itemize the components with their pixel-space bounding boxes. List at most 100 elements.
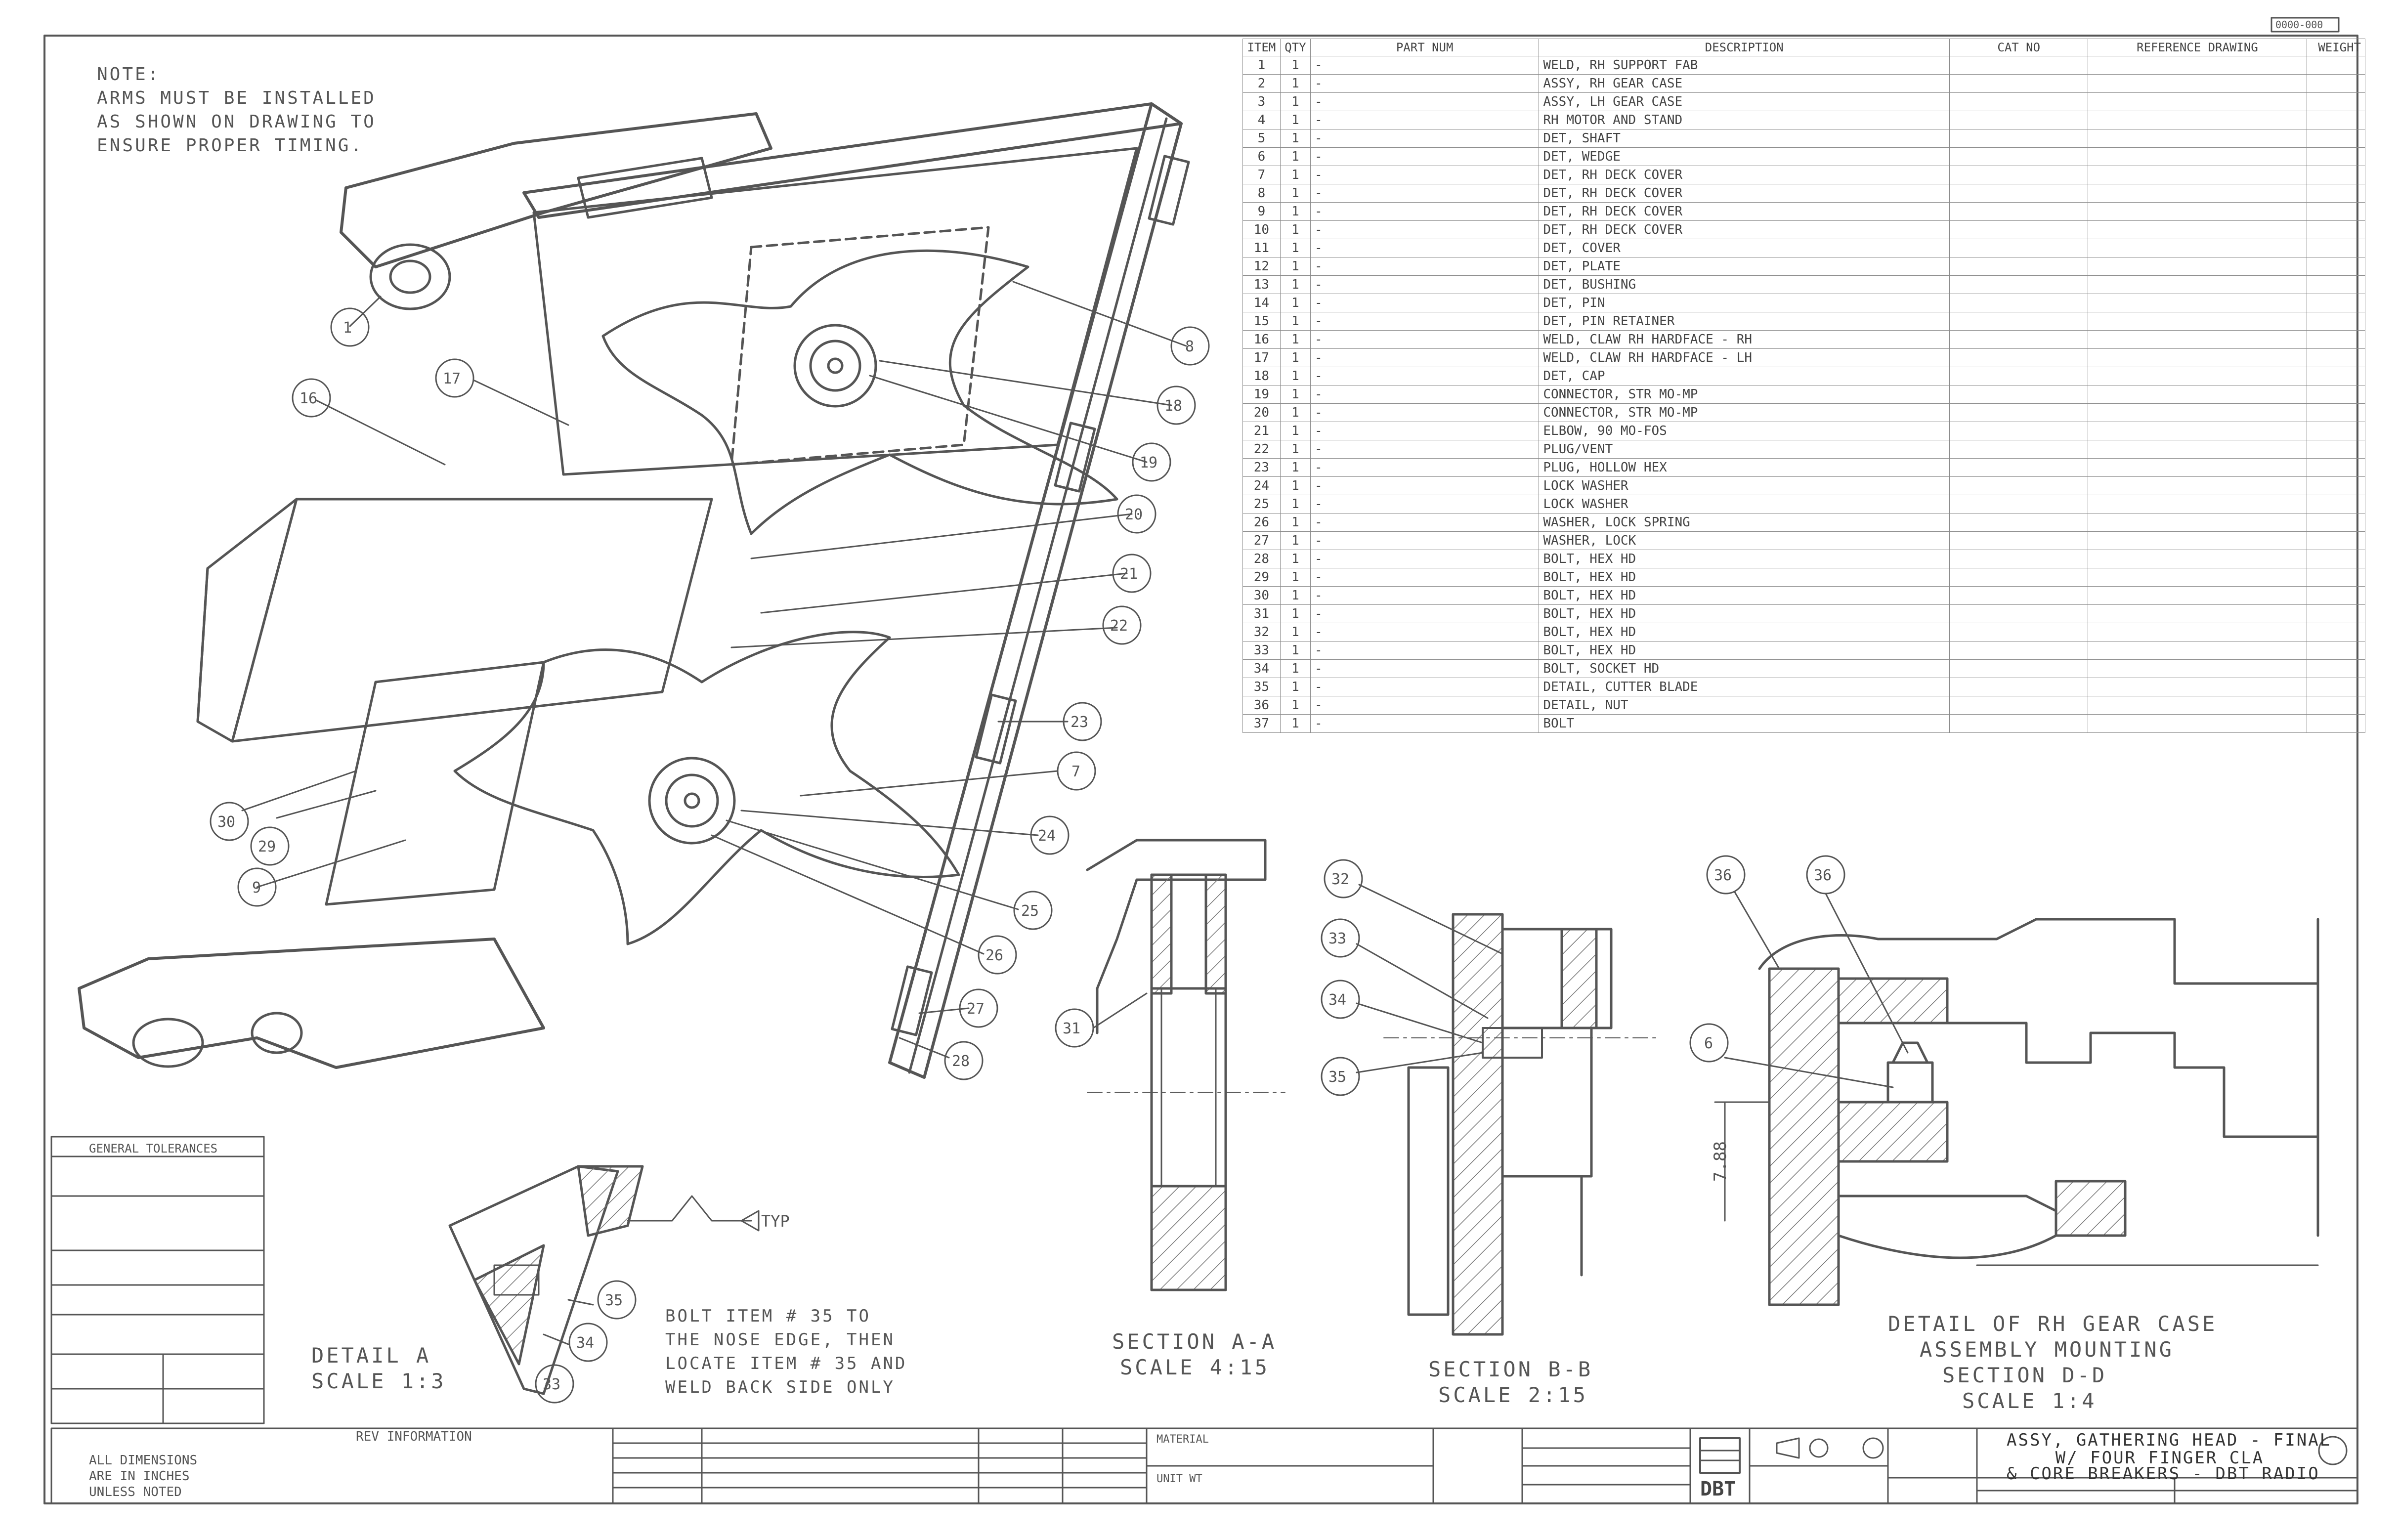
bom-cell-item: 8 — [1242, 184, 1281, 203]
bom-cell-ref — [2088, 531, 2307, 550]
balloon-36: 36 — [1714, 867, 1732, 884]
bom-cell-qty: 1 — [1280, 678, 1311, 696]
bom-cell-weight — [2306, 458, 2366, 477]
bom-cell-ref — [2088, 659, 2307, 678]
bom-cell-part: - — [1310, 111, 1540, 129]
bom-cell-desc: DET, RH DECK COVER — [1539, 166, 1950, 184]
bom-cell-ref — [2088, 330, 2307, 349]
bom-cell-item: 5 — [1242, 129, 1281, 148]
all-dims-1: ALL DIMENSIONS — [89, 1453, 198, 1468]
bom-cell-cat — [1949, 586, 2089, 605]
bom-cell-part: - — [1310, 294, 1540, 312]
balloon-25: 25 — [1021, 902, 1039, 920]
bom-col-item: ITEM — [1242, 39, 1281, 56]
bom-cell-ref — [2088, 275, 2307, 294]
bom-cell-cat — [1949, 678, 2089, 696]
bom-cell-part: - — [1310, 56, 1540, 75]
bom-cell-ref — [2088, 147, 2307, 166]
bom-cell-cat — [1949, 294, 2089, 312]
bom-cell-desc: BOLT, HEX HD — [1539, 604, 1950, 623]
title-block — [50, 1427, 2358, 1504]
bom-cell-cat — [1949, 184, 2089, 203]
bom-cell-weight — [2306, 147, 2366, 166]
bom-cell-item: 15 — [1242, 312, 1281, 331]
bom-cell-item: 1 — [1242, 56, 1281, 75]
bom-cell-desc: WELD, CLAW RH HARDFACE - LH — [1539, 348, 1950, 367]
bom-cell-desc: CONNECTOR, STR MO-MP — [1539, 385, 1950, 404]
bom-cell-qty: 1 — [1280, 568, 1311, 587]
bom-cell-weight — [2306, 714, 2366, 733]
bom-cell-cat — [1949, 275, 2089, 294]
bom-cell-cat — [1949, 604, 2089, 623]
bom-cell-qty: 1 — [1280, 623, 1311, 642]
balloon-35: 35 — [1328, 1069, 1347, 1086]
bom-cell-ref — [2088, 476, 2307, 495]
bom-cell-desc: DET, COVER — [1539, 239, 1950, 257]
balloon-28: 28 — [952, 1053, 970, 1070]
bom-cell-part: - — [1310, 166, 1540, 184]
bom-cell-qty: 1 — [1280, 586, 1311, 605]
bom-cell-item: 34 — [1242, 659, 1281, 678]
bom-cell-item: 18 — [1242, 367, 1281, 385]
balloon-34: 34 — [1328, 991, 1347, 1009]
note-line-4: ENSURE PROPER TIMING. — [97, 135, 364, 156]
bom-cell-desc: DET, PIN RETAINER — [1539, 312, 1950, 331]
balloon-20: 20 — [1125, 506, 1143, 523]
bom-cell-part: - — [1310, 531, 1540, 550]
bom-cell-weight — [2306, 550, 2366, 568]
section-b-scale: SCALE 2:15 — [1438, 1383, 1588, 1407]
bom-cell-weight — [2306, 586, 2366, 605]
bom-cell-qty: 1 — [1280, 604, 1311, 623]
bom-cell-part: - — [1310, 495, 1540, 513]
balloon-16: 16 — [300, 390, 318, 407]
bom-cell-desc: BOLT, HEX HD — [1539, 641, 1950, 660]
bom-cell-part: - — [1310, 641, 1540, 660]
balloon-8: 8 — [1185, 338, 1195, 355]
bom-col-weight: WEIGHT — [2306, 39, 2366, 56]
bom-cell-cat — [1949, 166, 2089, 184]
all-dims-3: UNLESS NOTED — [89, 1485, 182, 1499]
weld-note-3: LOCATE ITEM # 35 AND — [665, 1354, 907, 1373]
bom-cell-cat — [1949, 74, 2089, 93]
bom-cell-weight — [2306, 129, 2366, 148]
bom-cell-qty: 1 — [1280, 476, 1311, 495]
balloon-33: 33 — [1328, 930, 1347, 947]
bom-cell-cat — [1949, 440, 2089, 459]
bom-cell-desc: WASHER, LOCK SPRING — [1539, 513, 1950, 532]
unit-weight-label: UNIT WT — [1156, 1473, 1202, 1485]
bom-cell-cat — [1949, 129, 2089, 148]
bom-cell-item: 13 — [1242, 275, 1281, 294]
weld-note-1: BOLT ITEM # 35 TO — [665, 1306, 871, 1326]
detail-rh-title-2: ASSEMBLY MOUNTING — [1920, 1337, 2174, 1362]
drawing-title-3: & CORE BREAKERS - DBT RADIO — [2007, 1464, 2320, 1484]
bom-cell-item: 22 — [1242, 440, 1281, 459]
detail-a-title: DETAIL A — [311, 1343, 431, 1368]
bom-col-qty: QTY — [1280, 39, 1311, 56]
note-line-2: ARMS MUST BE INSTALLED — [97, 88, 376, 108]
bom-cell-part: - — [1310, 385, 1540, 404]
bom-cell-weight — [2306, 531, 2366, 550]
bom-cell-weight — [2306, 202, 2366, 221]
bom-cell-part: - — [1310, 550, 1540, 568]
bom-cell-desc: BOLT, HEX HD — [1539, 586, 1950, 605]
bom-cell-item: 16 — [1242, 330, 1281, 349]
bom-col-desc: DESCRIPTION — [1539, 39, 1950, 56]
bom-cell-part: - — [1310, 568, 1540, 587]
bom-cell-qty: 1 — [1280, 147, 1311, 166]
balloon-21: 21 — [1120, 565, 1138, 583]
bom-cell-desc: WASHER, LOCK — [1539, 531, 1950, 550]
bom-cell-qty: 1 — [1280, 659, 1311, 678]
bom-cell-desc: LOCK WASHER — [1539, 476, 1950, 495]
bom-cell-item: 37 — [1242, 714, 1281, 733]
